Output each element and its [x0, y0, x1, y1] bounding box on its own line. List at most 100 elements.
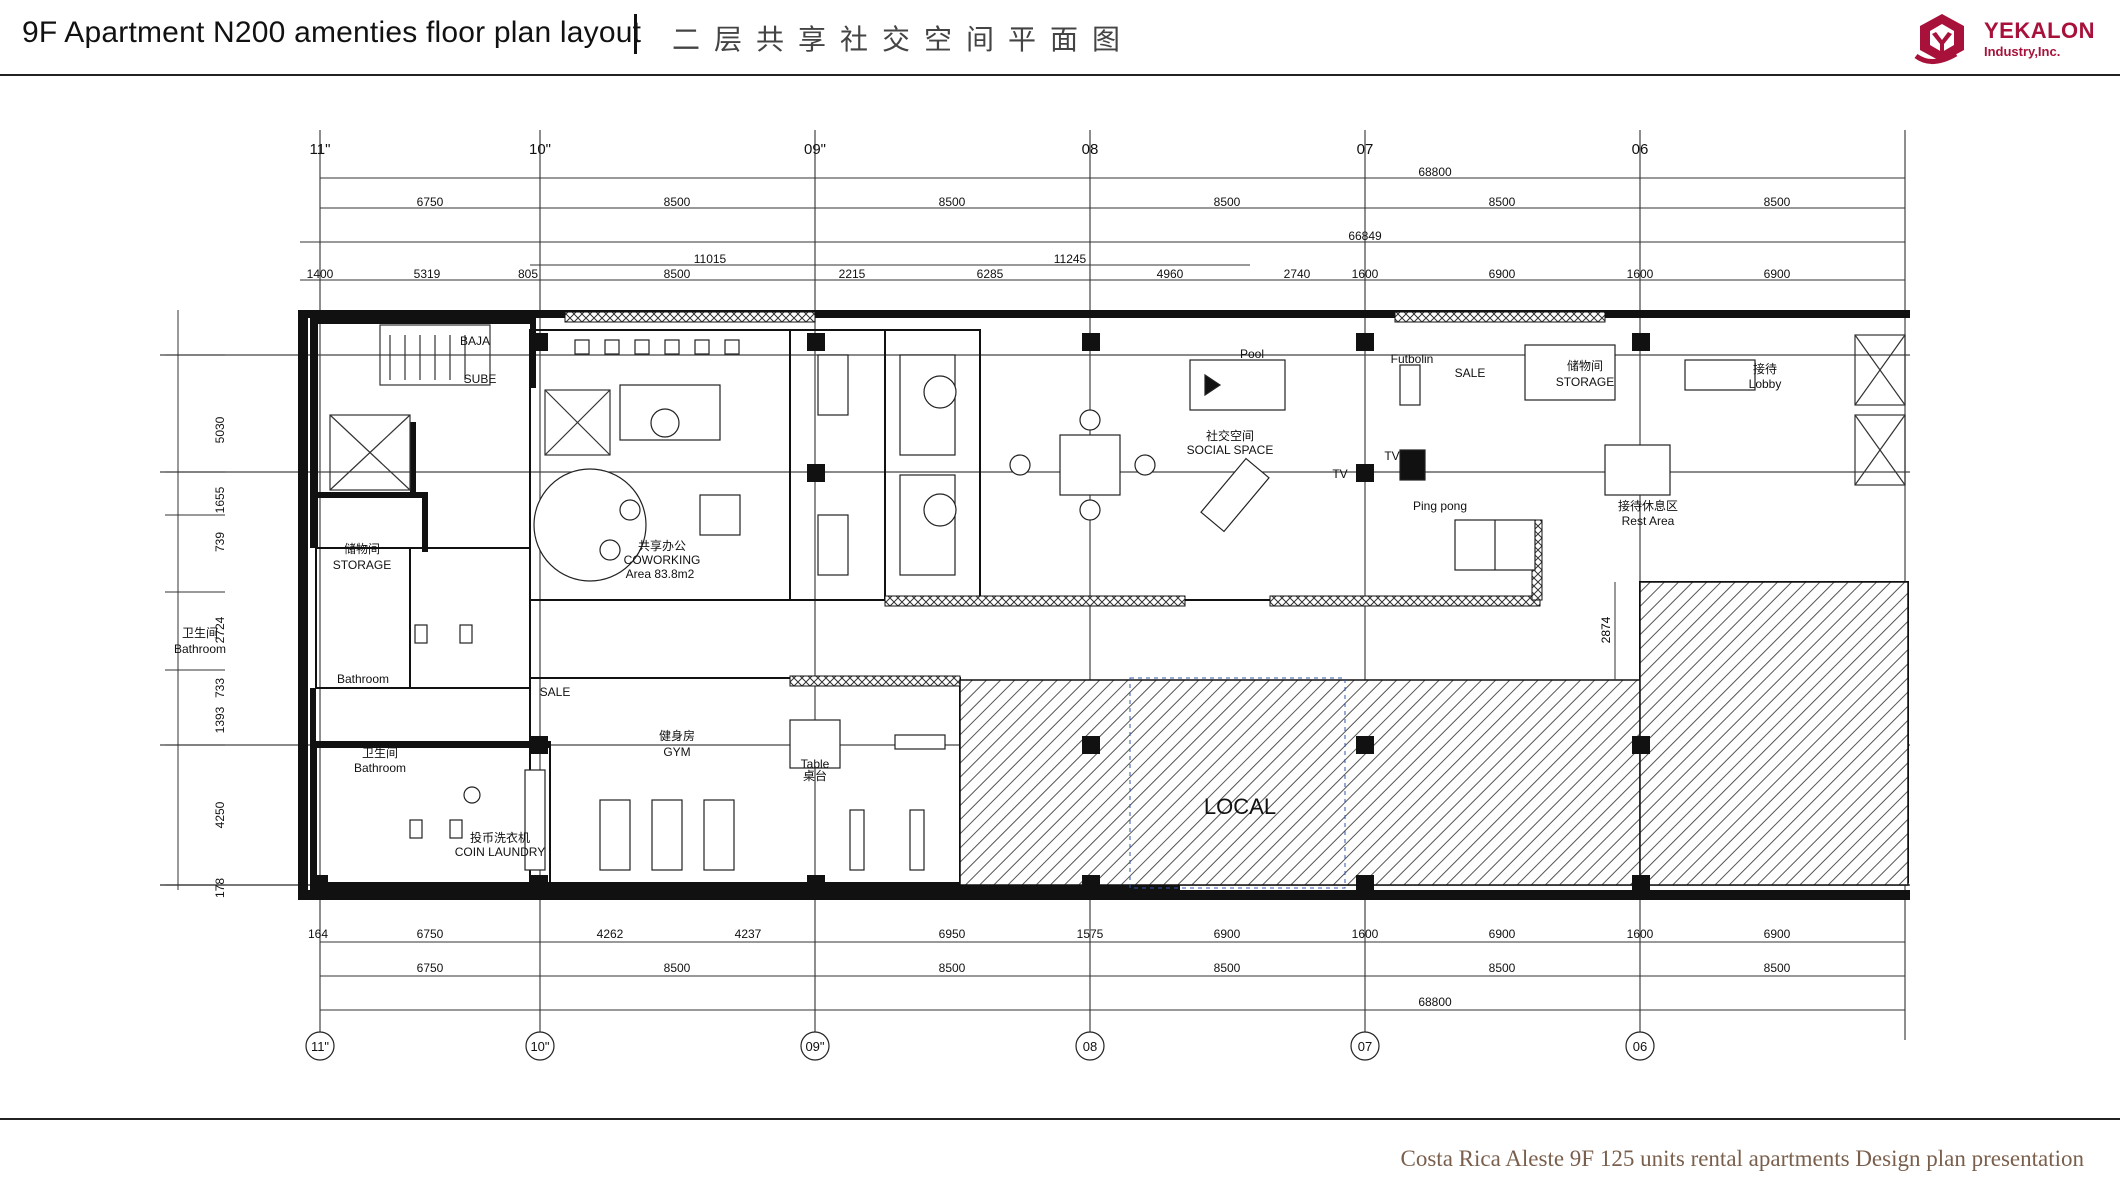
dimension-label: 6750 [417, 927, 444, 941]
room-label-storage: STORAGE [333, 558, 391, 572]
coworking-furniture [533, 339, 741, 582]
room-label-bathroom-cn: 卫生间 [182, 626, 218, 640]
building-walls [298, 310, 1910, 900]
header-bar: 9F Apartment N200 amenties floor plan la… [0, 0, 2120, 76]
room-label-laundry: COIN LAUNDRY [455, 845, 545, 859]
dimension-label: 1600 [1352, 267, 1379, 281]
room-label-coworking: COWORKING [624, 553, 701, 567]
room-label-laundry-cn: 投币洗衣机 [470, 830, 530, 845]
room-label-social: SOCIAL SPACE [1187, 443, 1274, 457]
dimension-label: 805 [518, 267, 538, 281]
dimension-label: 8500 [664, 961, 691, 975]
dimension-label: 178 [213, 878, 227, 898]
axis-label: 10" [529, 141, 551, 158]
dimension-label: 1600 [1627, 927, 1654, 941]
room-label-lobby: Lobby [1749, 377, 1782, 391]
dimension-label: 8500 [1214, 195, 1241, 209]
footer-caption: Costa Rica Aleste 9F 125 units rental ap… [1400, 1146, 2084, 1171]
dimension-label: 6750 [417, 961, 444, 975]
room-label-baja: BAJA [460, 334, 490, 348]
room-label-pingpong: Ping pong [1413, 499, 1467, 513]
dimension-label: 6900 [1489, 927, 1516, 941]
dimension-label: 8500 [939, 195, 966, 209]
dimension-label: 8500 [1764, 961, 1791, 975]
axis-label: 10" [530, 1039, 549, 1054]
room-label-sale-2: SALE [540, 685, 571, 699]
dimension-label: 4262 [597, 927, 624, 941]
axis-label: 09" [805, 1039, 824, 1054]
dimension-label: 6900 [1764, 267, 1791, 281]
dimension-label: 6285 [977, 267, 1004, 281]
title-separator [634, 14, 637, 54]
dimension-label: 2740 [1284, 267, 1311, 281]
dimension-text-bottom: 164 6750 4262 4237 6950 1575 6900 1600 6… [308, 927, 1791, 1009]
dimension-label: 164 [308, 927, 328, 941]
dimension-label: 8500 [939, 961, 966, 975]
dimension-label: 6750 [417, 195, 444, 209]
gym-furniture [599, 719, 946, 871]
dimension-label: 6900 [1214, 927, 1241, 941]
room-label-bathroom-3: Bathroom [354, 761, 406, 775]
room-label-futbolin: Futbolin [1391, 352, 1434, 366]
dimension-label: 2215 [839, 267, 866, 281]
axis-bubbles-bottom [305, 1031, 1655, 1061]
room-label-tv-2: TV [1332, 467, 1347, 481]
dimension-label: 1600 [1352, 927, 1379, 941]
axis-label: 06 [1632, 141, 1649, 158]
social-space-furniture [1009, 344, 1756, 571]
page-title-chinese: 二层共享社交空间平面图 [672, 23, 1135, 56]
dimension-label: 5030 [213, 416, 227, 443]
stair-elevator-core [329, 324, 1906, 491]
dimension-label: 6900 [1764, 927, 1791, 941]
dimension-label: 11245 [1054, 252, 1087, 266]
room-label-rest: Rest Area [1622, 514, 1675, 528]
dimension-label: 733 [213, 678, 227, 698]
dimension-label: 4960 [1157, 267, 1184, 281]
room-label-gym: GYM [663, 745, 690, 759]
axis-label: 08 [1082, 141, 1099, 158]
dimension-text-top: 68800 6750 8500 8500 8500 8500 8500 6684… [307, 165, 1791, 281]
dimension-label: 6900 [1489, 267, 1516, 281]
axis-label: 11" [311, 1039, 329, 1054]
dimension-label: 8500 [1764, 195, 1791, 209]
dimension-label: 11015 [694, 252, 727, 266]
room-label-storage2: STORAGE [1556, 375, 1614, 389]
dimension-label: 1575 [1077, 927, 1104, 941]
axis-labels-bottom: 11" 10" 09" 08 07 06 [311, 1039, 1647, 1054]
logo-subtitle: Industry,Inc. [1984, 44, 2061, 59]
room-label-storage-cn: 储物间 [344, 541, 380, 556]
room-label-tv: TV [1384, 449, 1399, 463]
dimension-label: 739 [213, 532, 227, 552]
room-label-sube: SUBE [464, 372, 497, 386]
axis-label: 09" [804, 141, 826, 158]
dimension-label: 1600 [1627, 267, 1654, 281]
page-title: 9F Apartment N200 amenties floor plan la… [22, 16, 642, 49]
room-label-pool: Pool [1240, 347, 1264, 361]
dimension-label: 66849 [1348, 229, 1382, 243]
axis-label: 11" [310, 141, 331, 158]
room-label-table-cn: 桌台 [803, 768, 827, 783]
dimension-label: 8500 [1489, 195, 1516, 209]
axis-label: 07 [1357, 141, 1374, 158]
dimension-label: 68800 [1418, 995, 1452, 1009]
room-label-coworking-area: Area 83.8m2 [626, 567, 695, 581]
dimension-label: 5319 [414, 267, 441, 281]
room-label-bathroom: Bathroom [174, 642, 226, 656]
meeting-pod-furniture [817, 354, 957, 576]
room-label-coworking-cn: 共享办公 [638, 538, 686, 553]
axis-label: 08 [1083, 1039, 1097, 1054]
room-labels: BAJA SUBE 储物间 STORAGE 卫生间 Bathroom Bathr… [174, 334, 1781, 859]
dimension-label: 8500 [664, 195, 691, 209]
floor-plan-drawing: 11" 10" 09" 08 07 06 68800 6750 8500 850… [160, 130, 1910, 1061]
room-label-table: Table [801, 757, 830, 771]
dimension-text-left: 5030 1655 739 2724 733 1393 4250 178 [213, 416, 227, 898]
bathroom-fixtures [409, 624, 546, 871]
dimension-label: 2724 [213, 616, 227, 643]
dimension-label: 68800 [1418, 165, 1452, 179]
dimension-label: 1655 [213, 486, 227, 513]
dimension-label: 8500 [664, 267, 691, 281]
room-label-sale: SALE [1455, 366, 1486, 380]
room-label-storage2-cn: 储物间 [1567, 358, 1603, 373]
dimension-lines-bottom [320, 941, 1905, 1011]
local-area: LOCAL [959, 581, 1909, 889]
